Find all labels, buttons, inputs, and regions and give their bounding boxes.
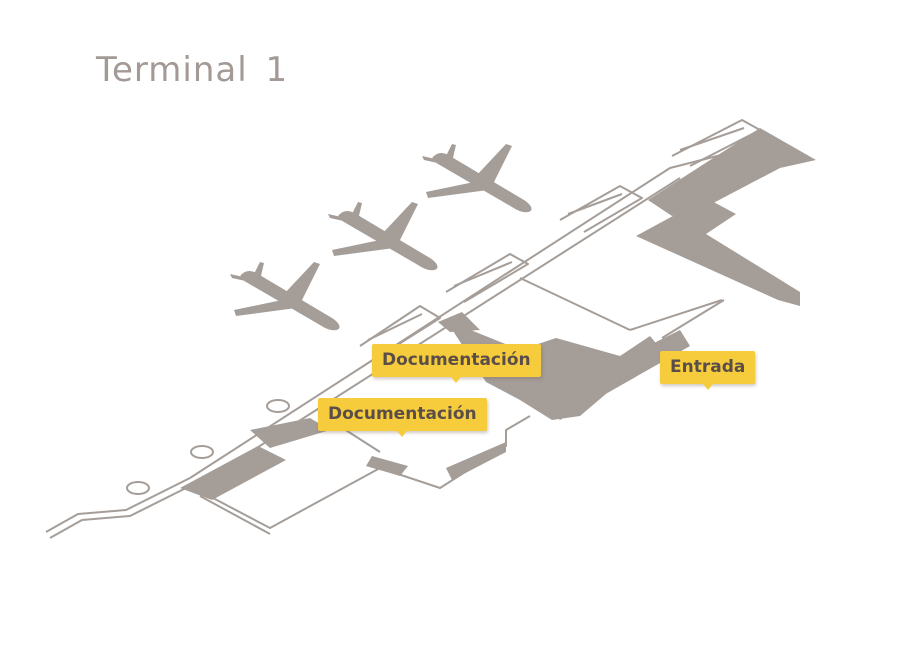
airplane-icon — [230, 262, 340, 331]
documentacion-label-lower[interactable]: Documentación — [318, 398, 487, 437]
airplane-icon — [422, 144, 532, 213]
airplane-icon — [328, 202, 438, 271]
building-outline — [45, 119, 781, 539]
page-title: Terminal 1 — [96, 50, 289, 90]
building-fill — [180, 128, 816, 500]
entrada-label[interactable]: Entrada — [660, 351, 756, 390]
documentacion-label-upper[interactable]: Documentación — [372, 344, 541, 383]
